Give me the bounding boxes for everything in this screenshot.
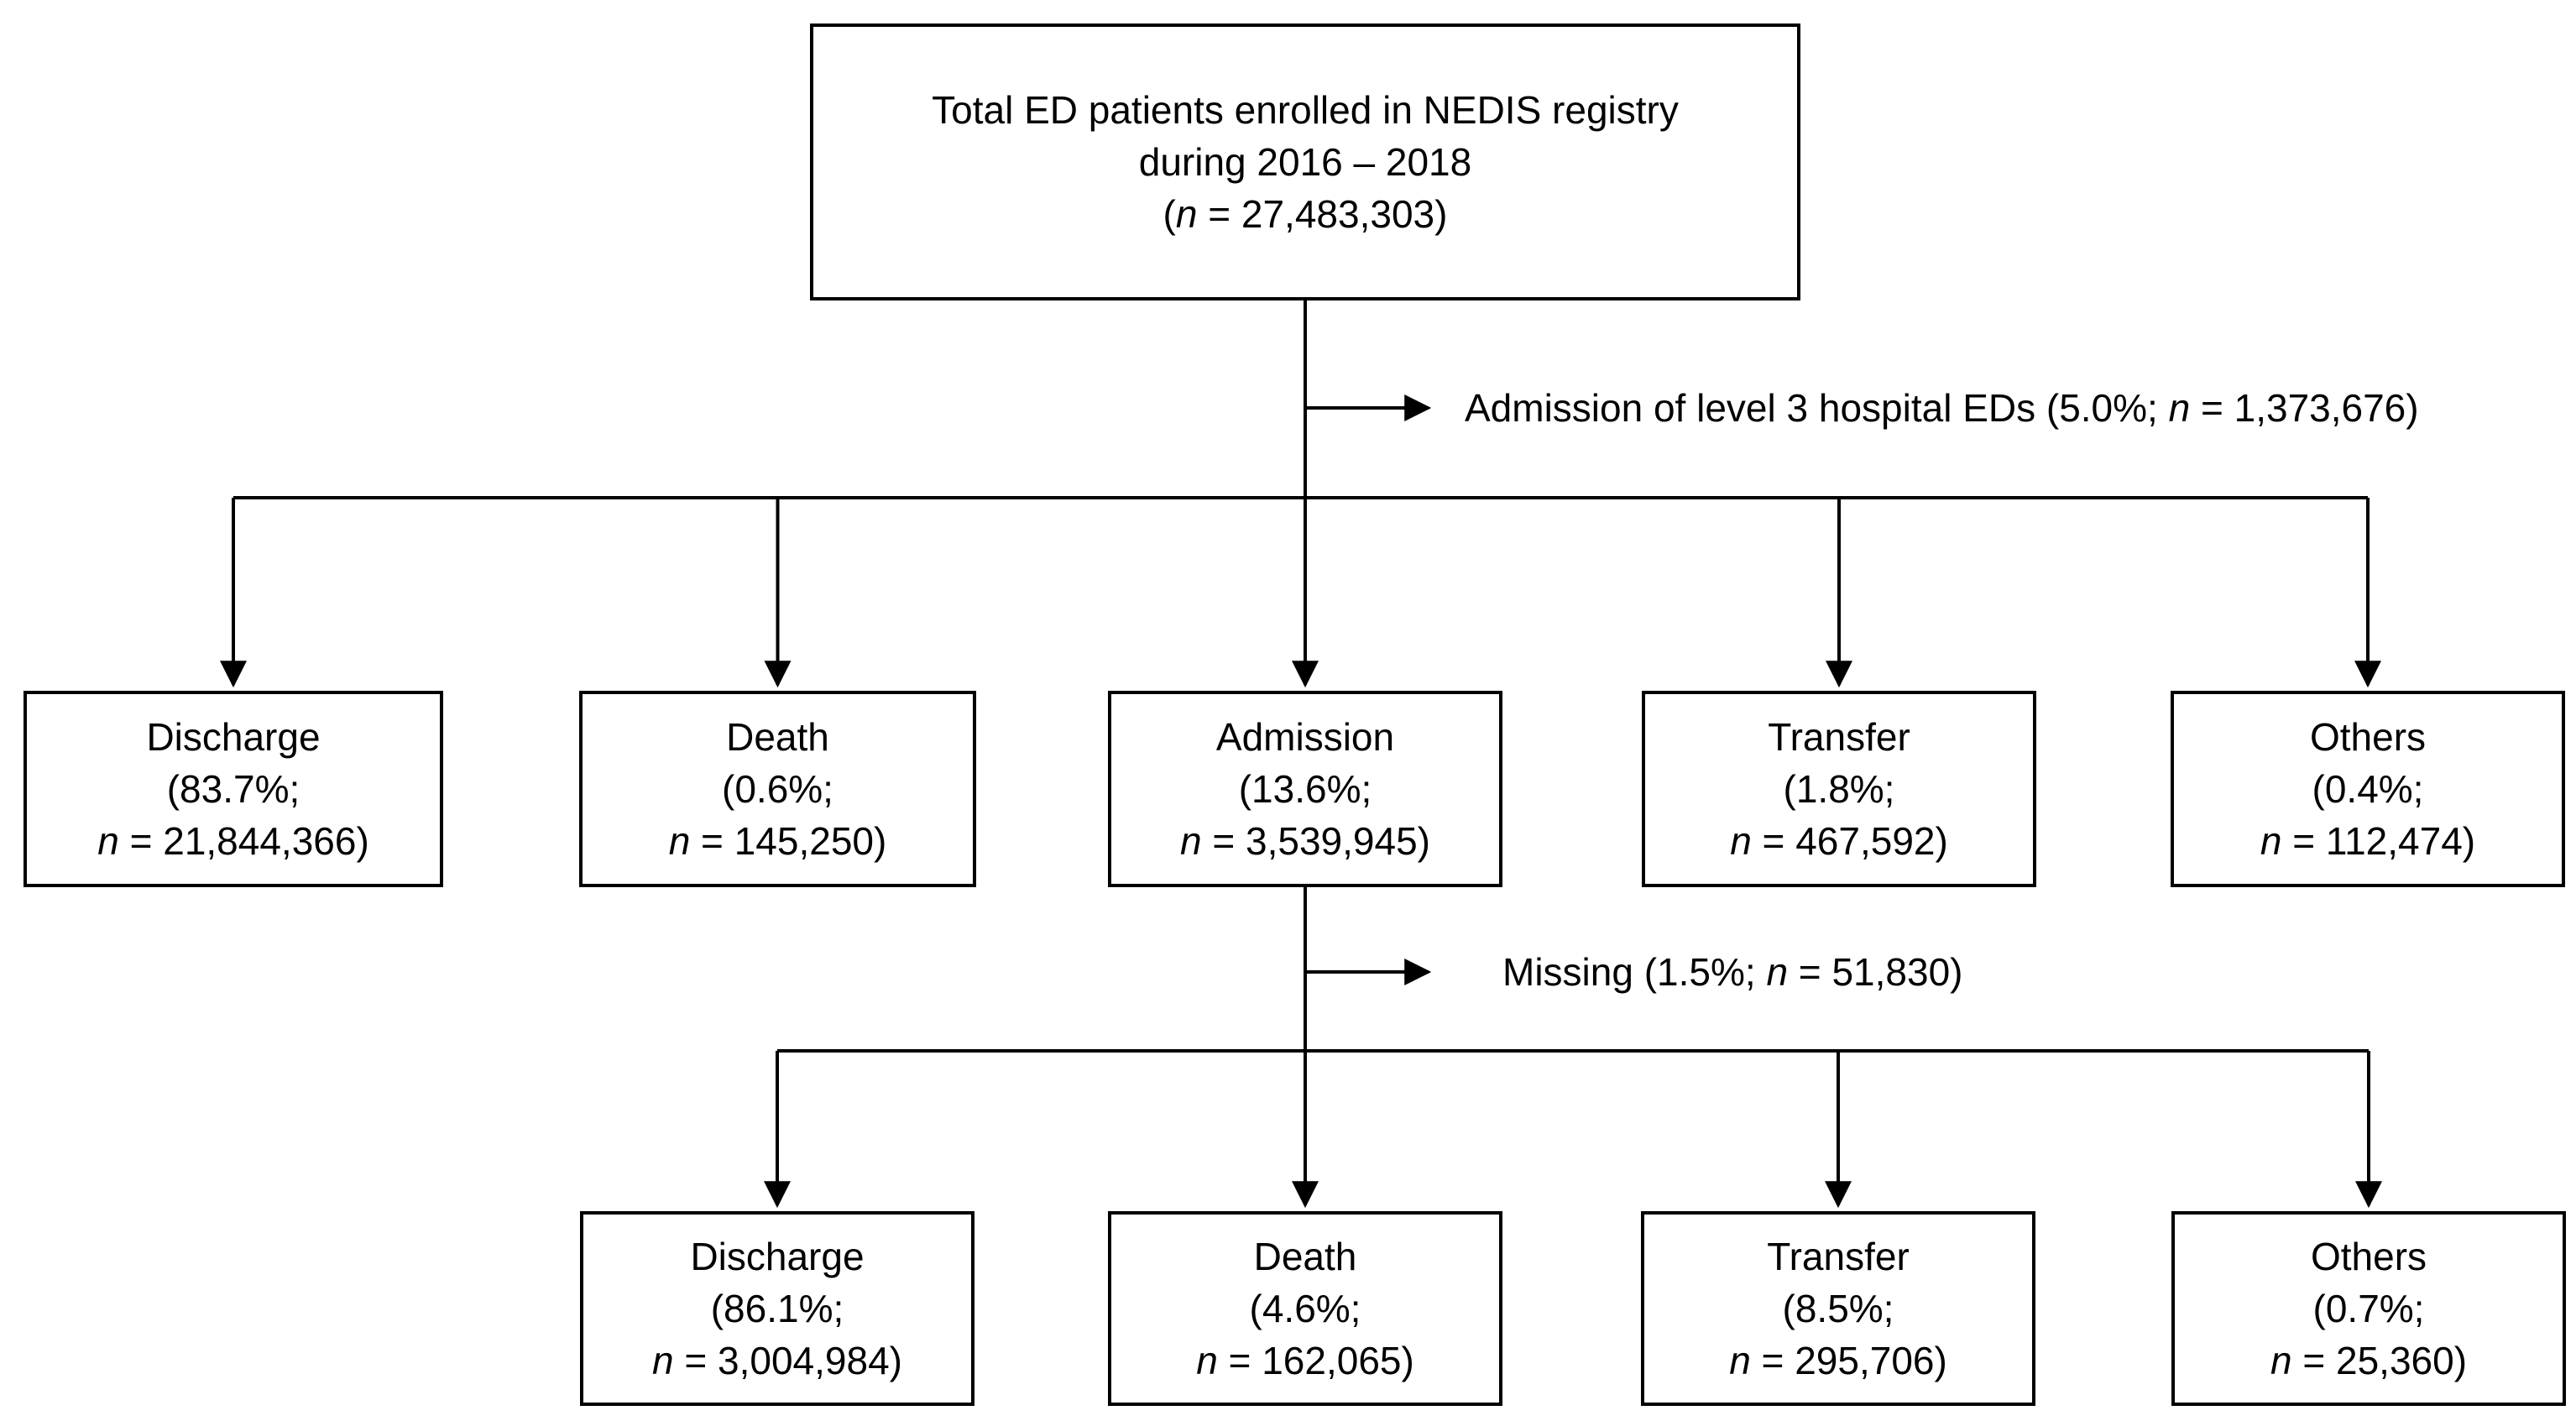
node-transfer-level2: Transfer (8.5%; n = 295,706) bbox=[1641, 1211, 2035, 1406]
node-pct: (0.7%; bbox=[2312, 1287, 2425, 1330]
node-label: Discharge bbox=[690, 1235, 865, 1278]
node-total-ed-patients: Total ED patients enrolled in NEDIS regi… bbox=[810, 24, 1800, 300]
node-pct: (8.5%; bbox=[1782, 1287, 1894, 1330]
node-n-count: n = 21,844,366) bbox=[97, 819, 369, 863]
branch-note-missing: Missing (1.5%; n = 51,830) bbox=[1502, 950, 1963, 994]
node-label: Others bbox=[2310, 1235, 2427, 1278]
node-pct: (86.1%; bbox=[710, 1287, 844, 1330]
node-pct: (83.7%; bbox=[166, 767, 300, 811]
node-pct: (4.6%; bbox=[1249, 1287, 1361, 1330]
branch-note-admission-level3: Admission of level 3 hospital EDs (5.0%;… bbox=[1465, 386, 2419, 430]
node-pct: (0.4%; bbox=[2312, 767, 2424, 811]
node-admission-level1: Admission (13.6%; n = 3,539,945) bbox=[1108, 691, 1502, 887]
root-line2: during 2016 – 2018 bbox=[1138, 140, 1472, 184]
node-n-count: n = 25,360) bbox=[2270, 1339, 2468, 1382]
node-n-count: n = 467,592) bbox=[1730, 819, 1948, 863]
node-pct: (13.6%; bbox=[1238, 767, 1372, 811]
node-death-level2: Death (4.6%; n = 162,065) bbox=[1108, 1211, 1502, 1406]
node-others-level2: Others (0.7%; n = 25,360) bbox=[2171, 1211, 2566, 1406]
node-n-count: n = 3,004,984) bbox=[652, 1339, 902, 1382]
node-label: Transfer bbox=[1768, 715, 1910, 759]
node-pct: (1.8%; bbox=[1783, 767, 1895, 811]
node-pct: (0.6%; bbox=[722, 767, 833, 811]
node-discharge-level1: Discharge (83.7%; n = 21,844,366) bbox=[24, 691, 443, 887]
node-label: Discharge bbox=[146, 715, 321, 759]
node-n-count: n = 112,474) bbox=[2260, 819, 2476, 863]
node-n-count: n = 162,065) bbox=[1196, 1339, 1414, 1382]
node-others-level1: Others (0.4%; n = 112,474) bbox=[2171, 691, 2565, 887]
node-label: Transfer bbox=[1767, 1235, 1910, 1278]
node-death-level1: Death (0.6%; n = 145,250) bbox=[579, 691, 976, 887]
node-discharge-level2: Discharge (86.1%; n = 3,004,984) bbox=[580, 1211, 974, 1406]
root-line1: Total ED patients enrolled in NEDIS regi… bbox=[932, 88, 1679, 132]
node-label: Admission bbox=[1215, 715, 1395, 759]
node-n-count: n = 295,706) bbox=[1729, 1339, 1947, 1382]
node-label: Death bbox=[726, 715, 829, 759]
node-label: Death bbox=[1253, 1235, 1357, 1278]
node-n-count: n = 145,250) bbox=[668, 819, 887, 863]
node-label: Others bbox=[2309, 715, 2427, 759]
node-n-count: n = 3,539,945) bbox=[1180, 819, 1430, 863]
root-n-count: (n = 27,483,303) bbox=[1163, 192, 1448, 236]
node-transfer-level1: Transfer (1.8%; n = 467,592) bbox=[1642, 691, 2036, 887]
